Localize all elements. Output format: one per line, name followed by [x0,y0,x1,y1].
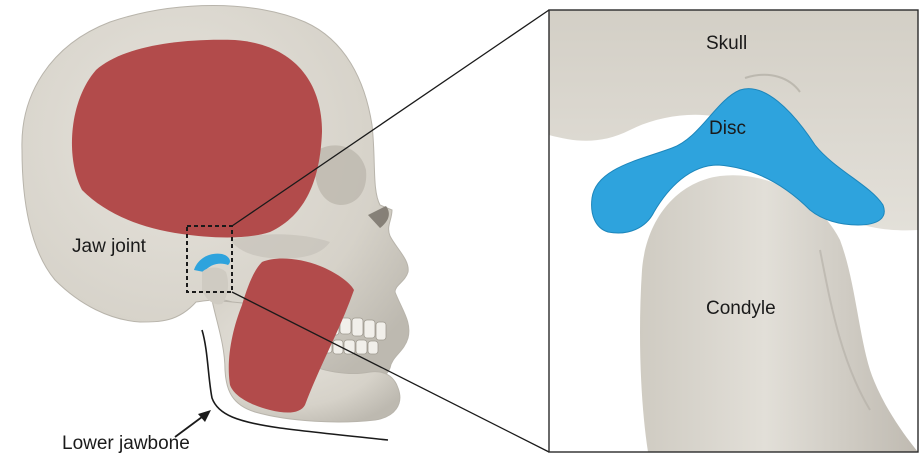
temporalis-muscle [72,40,322,238]
zoom-panel [549,10,918,452]
arrow-head [198,410,211,422]
condyle-label: Condyle [706,298,776,320]
skull-label: Skull [706,33,747,55]
jaw-joint-label: Jaw joint [72,236,146,258]
disc-label: Disc [709,118,746,140]
lower-jawbone-label: Lower jawbone [62,433,190,455]
